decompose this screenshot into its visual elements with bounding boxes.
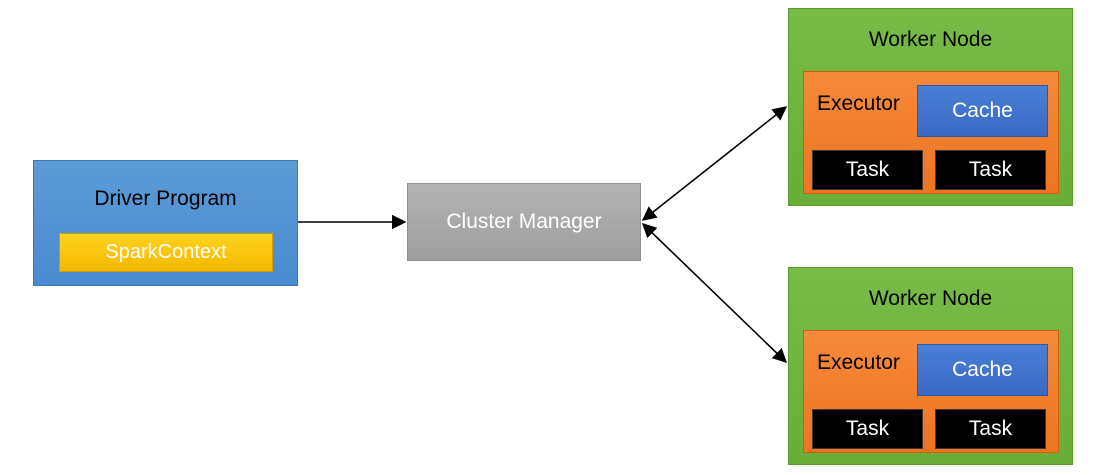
worker-node-2: Worker Node Executor Cache Task Task [788,267,1073,465]
arrow-cluster-worker-1 [641,106,788,221]
executor-label: Executor [817,351,900,374]
spark-context-box: SparkContext [59,233,273,272]
executor-box: Executor Cache Task Task [803,71,1059,194]
driver-program-node: Driver Program SparkContext [33,160,298,286]
worker-node-1: Worker Node Executor Cache Task Task [788,8,1073,206]
executor-label: Executor [817,92,900,115]
task-box: Task [935,150,1046,190]
executor-box: Executor Cache Task Task [803,330,1059,453]
cache-box: Cache [917,344,1048,396]
worker-node-title: Worker Node [868,287,993,310]
cache-box: Cache [917,85,1048,137]
task-box: Task [812,150,923,190]
task-box: Task [812,409,923,449]
arrow-cluster-worker-2 [641,223,788,363]
cluster-manager-node: Cluster Manager [407,183,641,261]
driver-program-title: Driver Program [94,187,237,210]
worker-node-title: Worker Node [868,28,993,51]
task-box: Task [935,409,1046,449]
